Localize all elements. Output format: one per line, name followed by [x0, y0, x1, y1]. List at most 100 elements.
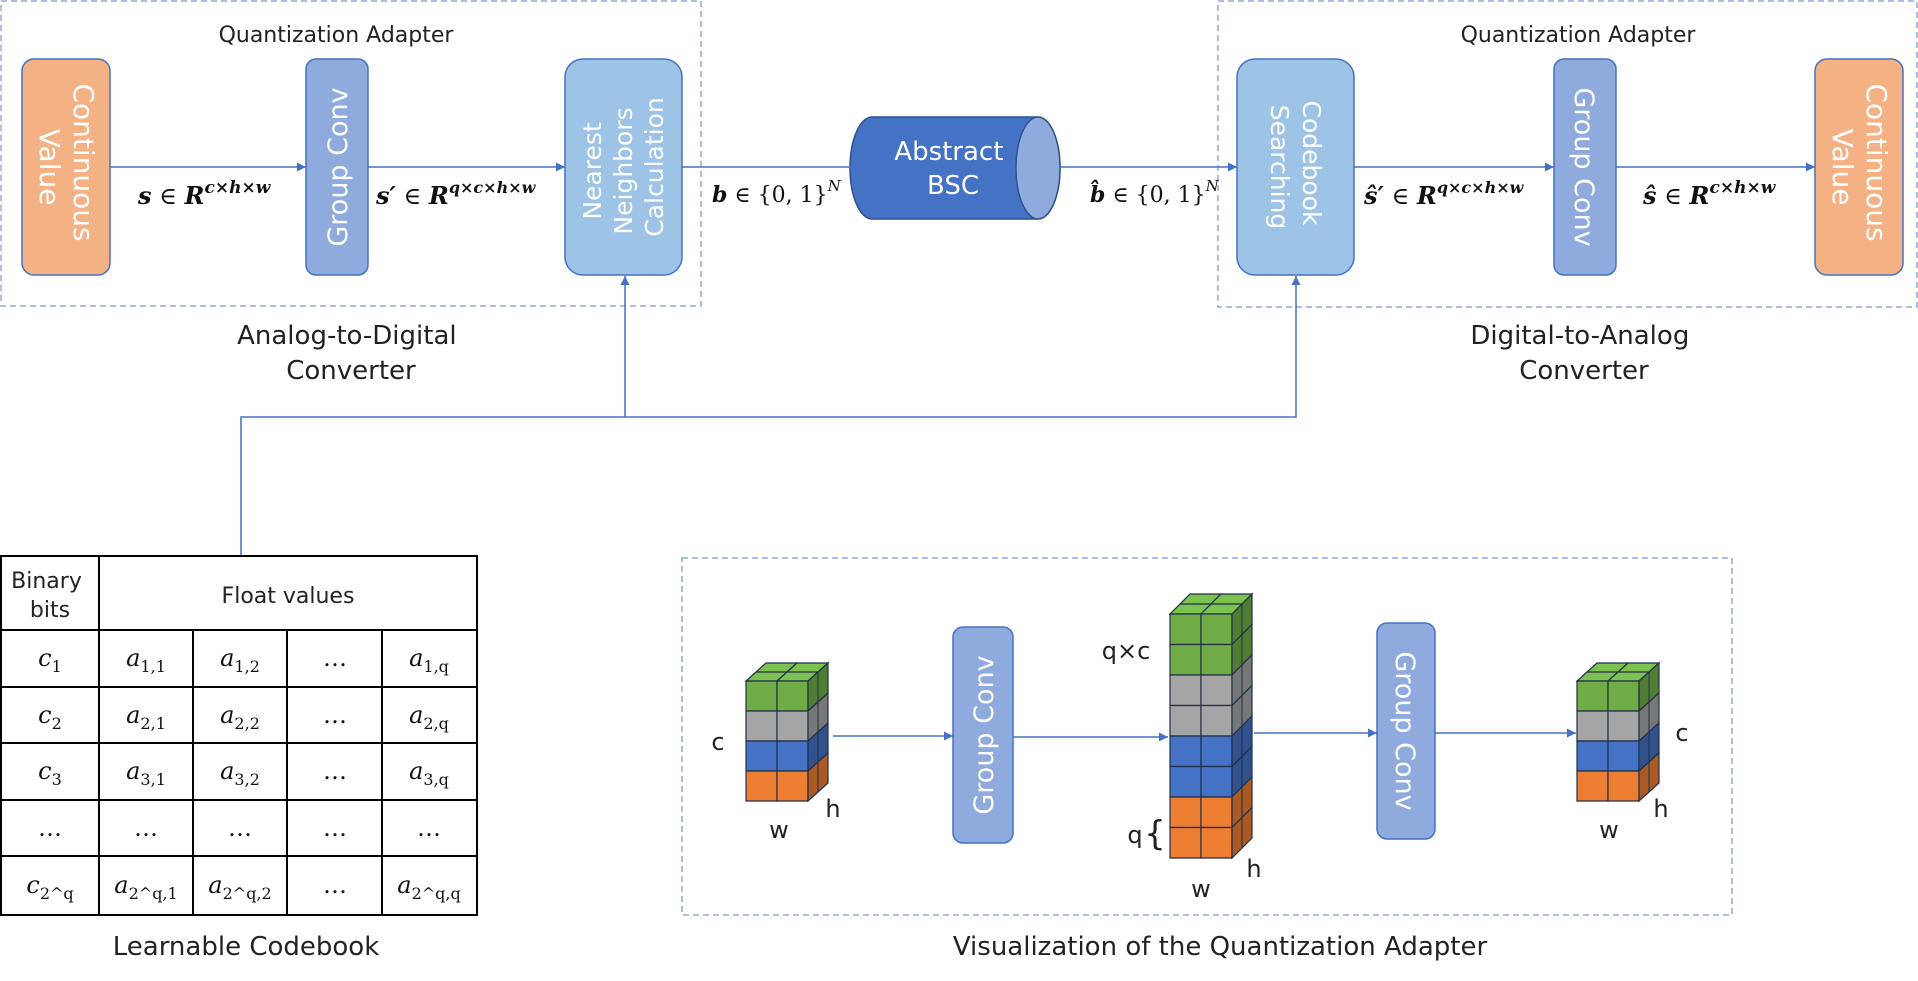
viz-mid-tensor-front-cell — [1200, 765, 1233, 798]
viz-right-w: w — [1599, 816, 1619, 844]
codebook-cell-r5-c4-sub: 2^q,q — [412, 884, 461, 903]
codebook-bit-r3-base: c — [38, 757, 51, 785]
viz-mid-tensor-front-cell — [1200, 704, 1233, 737]
label-b-hat: b̂ ∈ {0, 1}N — [1090, 177, 1220, 208]
codebook-cell-r3-c3-base: … — [323, 757, 347, 785]
codebook-bit-r1-sub: 1 — [52, 657, 62, 676]
dac-group-conv-label: Group Conv — [1568, 87, 1599, 246]
header-bits-line2: bits — [30, 598, 70, 623]
codebook-outer-border — [0, 555, 478, 916]
codebook-cell-r1-c2-sub: 1,2 — [234, 657, 259, 676]
label-s-rel: ∈ — [152, 182, 185, 210]
viz-right-tensor-front-cell — [1576, 740, 1609, 772]
viz-mid-tensor-front-cell — [1200, 674, 1233, 707]
codebook-cell-r4-c1: … — [134, 814, 158, 842]
dac-caption: Digital-to-Analog Converter — [1470, 321, 1697, 386]
viz-arrows — [833, 728, 1576, 742]
codebook-cell-r4-c4: … — [417, 814, 441, 842]
codebook-searching-label: Codebook Searching — [1265, 101, 1326, 234]
codebook-bit-r5-sub: 2^q — [40, 884, 74, 903]
viz-mid-tensor-front-cell — [1200, 826, 1233, 859]
label-s-hat-prime-sym: ŝ′ — [1363, 181, 1385, 210]
dac-continuous-line1: Continuous — [1860, 83, 1893, 241]
viz-mid-tensor-front-cell — [1169, 796, 1202, 829]
label-s-prime-sym: s′ — [375, 181, 397, 210]
viz-left-tensor-front-cell — [745, 770, 778, 802]
codebook-cell-r4-c1-base: … — [134, 814, 158, 842]
bsc-line2: BSC — [927, 171, 979, 201]
label-s-sym: s — [137, 181, 152, 210]
label-b-rel: ∈ {0, 1} — [727, 183, 827, 208]
codebook-cell-r5-c2-sub: 2^q,2 — [223, 884, 272, 903]
codebook-bit-r3-sub: 3 — [52, 770, 62, 789]
dac-caption-line2: Converter — [1519, 356, 1649, 386]
codebook-cell-r5-c1: a2^q,1 — [114, 871, 177, 903]
viz-mid-tensor-front-cell — [1200, 735, 1233, 768]
viz-mid-tensor-front-cell — [1200, 613, 1233, 646]
viz-group-conv-2-box — [1376, 622, 1436, 840]
label-s-hat-prime-set: R — [1416, 181, 1437, 210]
codebook-cell-r2-c2-sub: 2,2 — [234, 714, 259, 733]
viz-mid-tensor-front-cell — [1169, 765, 1202, 798]
codebook-bit-r5: c2^q — [26, 871, 73, 903]
viz-mid-tensor-front-cell — [1169, 643, 1202, 676]
label-s-prime-set: R — [428, 181, 449, 210]
codebook-cell-r2-c1: a2,1 — [126, 701, 166, 733]
label-s-hat-sym: ŝ — [1642, 181, 1657, 210]
codebook-cell-r1-c4: a1,q — [409, 644, 449, 676]
label-b-sym: b — [712, 182, 727, 208]
codebook-cell-r2-c4-sub: 2,q — [423, 714, 449, 733]
codebook-cell-r1-c3-base: … — [323, 644, 347, 672]
viz-left-tensor — [744, 661, 830, 803]
header-bits-line1: Binary — [11, 569, 82, 594]
viz-right-tensor-front-cell — [1576, 770, 1609, 802]
label-s-hat-sup: c×h×w — [1710, 178, 1777, 198]
viz-group-conv-1-label: Group Conv — [969, 655, 1000, 814]
viz-left-c: c — [711, 728, 724, 756]
adc-dashed-border — [0, 0, 702, 307]
viz-left-tensor-front-cell — [776, 710, 809, 742]
codebook-cell-r5-c3-base: … — [323, 871, 347, 899]
dac-caption-line1: Digital-to-Analog — [1470, 321, 1689, 351]
codebook-cell-r3-c4: a3,q — [409, 757, 449, 789]
codebook-cell-r3-c4-sub: 3,q — [423, 770, 449, 789]
codebook-cell-r5-c2: a2^q,2 — [208, 871, 271, 903]
codebook-cell-r2-c1-sub: 2,1 — [140, 714, 165, 733]
codebook-bit-r1: c1 — [38, 644, 62, 676]
viz-right-tensor-front-cell — [1607, 740, 1640, 772]
codebook-cell-r4-c3: … — [323, 814, 347, 842]
viz-right-tensor — [1575, 661, 1661, 803]
viz-left-tensor-front-cell — [745, 710, 778, 742]
viz-right-tensor-front-cell — [1576, 710, 1609, 742]
label-s-hat-prime-sup: q×c×h×w — [1437, 178, 1525, 197]
nn-line1: Nearest — [578, 122, 607, 220]
label-s-set: R — [184, 181, 205, 210]
dac-dashed-border — [1217, 0, 1918, 308]
codebook-cell-r2-c2-base: a — [220, 701, 234, 729]
adc-caption-line1: Analog-to-Digital — [237, 321, 457, 351]
adc-caption: Analog-to-Digital Converter — [237, 321, 465, 386]
codebook-cell-r1-c1: a1,1 — [126, 644, 166, 676]
codebook-bit-r1-base: c — [38, 644, 51, 672]
nn-line2: Neighbors — [609, 107, 638, 234]
adc-continuous-line2: Value — [33, 129, 66, 206]
viz-right-c: c — [1675, 719, 1688, 747]
label-s-sup: c×h×w — [205, 178, 272, 198]
label-s-prime-rel: ∈ — [396, 182, 429, 210]
viz-mid-tensor-front-cell — [1169, 704, 1202, 737]
codebook-cell-r2-c3: … — [323, 701, 347, 729]
codebook-cell-r4-c4-base: … — [417, 814, 441, 842]
bsc-cylinder-cap — [1015, 116, 1061, 220]
codebook-searching-box — [1236, 58, 1355, 276]
codebook-cell-r2-c2: a2,2 — [220, 701, 260, 733]
codebook-caption: Learnable Codebook — [113, 932, 380, 962]
label-b-hat-rel: ∈ {0, 1} — [1105, 183, 1205, 208]
viz-mid-w: w — [1191, 875, 1211, 903]
viz-left-tensor-front-cell — [776, 740, 809, 772]
viz-right-tensor-front-cell — [1576, 680, 1609, 712]
codebook-cell-r1-c4-sub: 1,q — [423, 657, 449, 676]
codebook-cell-r5-c4: a2^q,q — [397, 871, 460, 903]
label-s-hat-prime-rel: ∈ — [1384, 182, 1417, 210]
viz-mid-tensor-front-cell — [1200, 643, 1233, 676]
viz-left-w: w — [769, 816, 789, 844]
